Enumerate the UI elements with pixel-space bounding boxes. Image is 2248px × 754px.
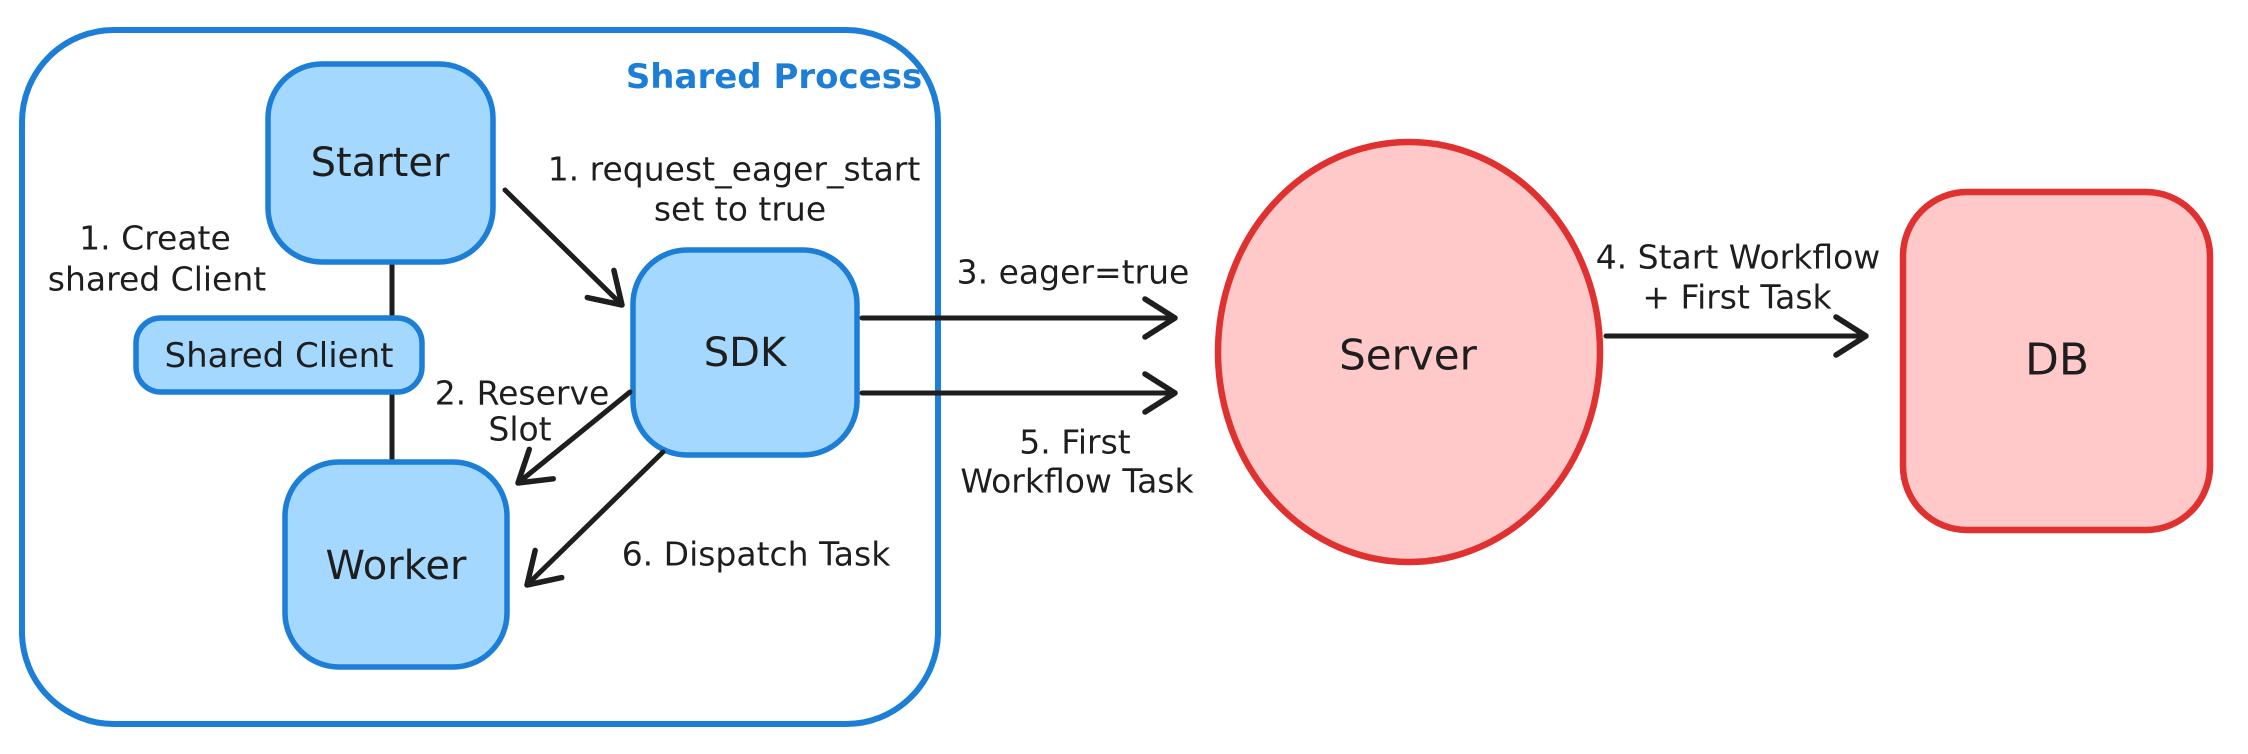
worker-label: Worker <box>326 543 467 589</box>
request-eager-start-label: 1. request_eager_start set to true <box>548 150 921 229</box>
svg-text:Slot: Slot <box>488 410 551 449</box>
svg-text:4. Start Workflow: 4. Start Workflow <box>1596 238 1881 277</box>
svg-text:1. Create: 1. Create <box>79 219 231 258</box>
request-eager-start-arrow <box>502 187 625 308</box>
svg-text:Workflow Task: Workflow Task <box>960 462 1194 501</box>
eager-true-label: 3. eager=true <box>957 253 1190 292</box>
reserve-slot-label: 2. Reserve Slot <box>435 374 610 449</box>
reserve-slot-arrow <box>515 389 633 486</box>
svg-text:5. First: 5. First <box>1019 423 1130 462</box>
svg-text:shared Client: shared Client <box>48 260 267 299</box>
svg-text:+ First Task: + First Task <box>1642 278 1832 317</box>
svg-text:1. request_eager_start: 1. request_eager_start <box>548 150 921 189</box>
starter-node: Starter <box>265 61 496 265</box>
start-workflow-label: 4. Start Workflow + First Task <box>1596 238 1881 317</box>
shared-client-label: Shared Client <box>165 336 394 376</box>
shared-client-node: Shared Client <box>133 315 425 395</box>
sdk-label: SDK <box>704 330 788 376</box>
dispatch-task-label: 6. Dispatch Task <box>622 535 892 574</box>
dispatch-task-arrow <box>524 449 666 588</box>
shared-process-title: Shared Process <box>626 57 922 97</box>
sdk-node: SDK <box>630 247 860 458</box>
db-node: DB <box>1899 188 2214 534</box>
create-shared-client-label: 1. Create shared Client <box>48 219 267 299</box>
svg-text:set to true: set to true <box>654 190 826 229</box>
server-node: Server <box>1214 138 1604 566</box>
first-workflow-task-label: 5. First Workflow Task <box>960 423 1194 501</box>
shared-process-container: Shared Process <box>19 27 941 727</box>
db-label: DB <box>2025 335 2089 386</box>
worker-node: Worker <box>282 459 510 670</box>
svg-text:2. Reserve: 2. Reserve <box>435 374 610 413</box>
server-label: Server <box>1339 331 1477 380</box>
starter-label: Starter <box>311 140 450 186</box>
